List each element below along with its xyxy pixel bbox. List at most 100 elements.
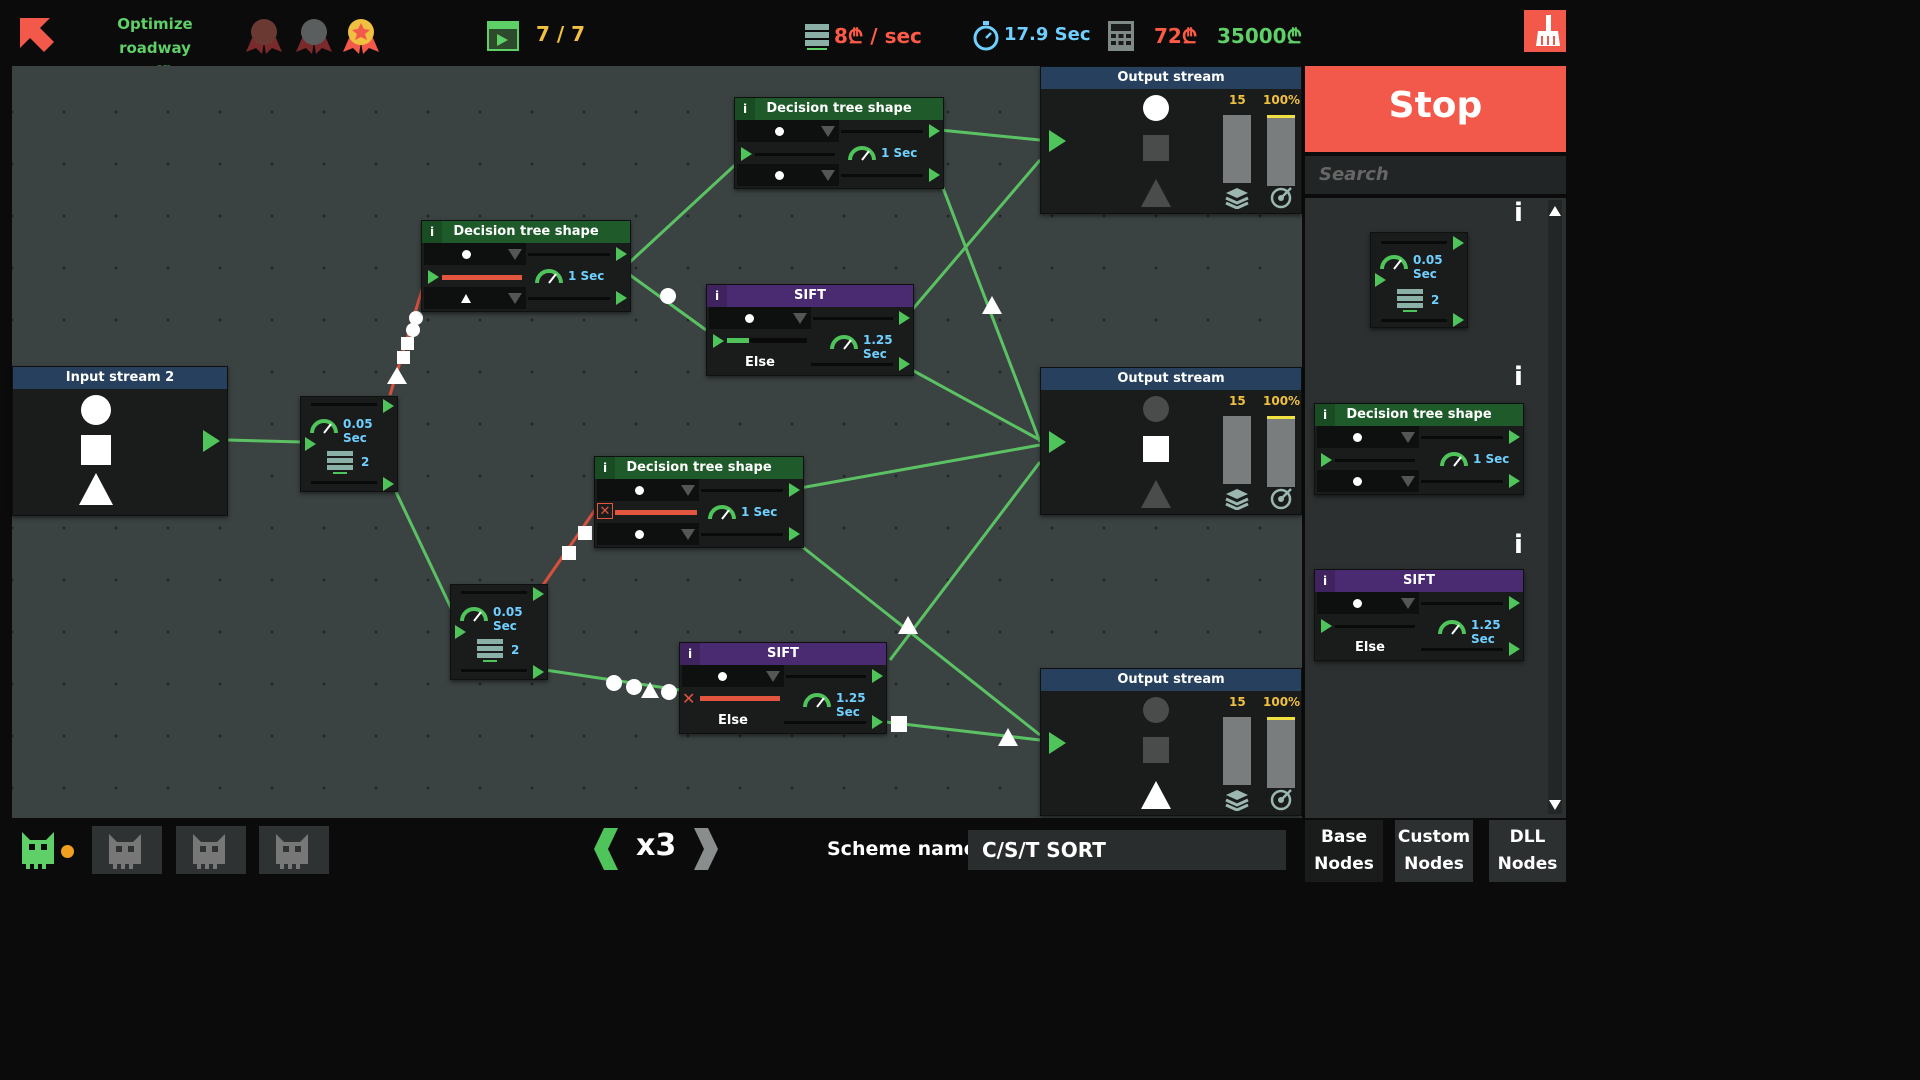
chevron-down-icon[interactable]: [766, 671, 780, 682]
output-stream-node[interactable]: Output stream 15 100%: [1040, 367, 1302, 515]
tab-base-nodes[interactable]: Base Nodes: [1305, 820, 1383, 882]
output-port-icon[interactable]: [929, 168, 940, 182]
cat-icon: [109, 834, 141, 869]
chevron-down-icon[interactable]: [681, 529, 695, 540]
library-splitter-node[interactable]: 0.05 Sec 2: [1370, 232, 1468, 328]
output-port-icon[interactable]: [872, 669, 883, 683]
speed-gauge-icon: [848, 146, 876, 161]
clear-board-icon[interactable]: [1524, 10, 1566, 52]
stream-count: 15: [1229, 394, 1246, 408]
split-count: 2: [1431, 293, 1440, 307]
info-icon[interactable]: i: [1315, 404, 1335, 426]
input-port-icon[interactable]: [428, 270, 439, 284]
scroll-down-icon[interactable]: [1549, 800, 1561, 810]
info-icon[interactable]: i: [1514, 198, 1523, 228]
player-slot[interactable]: [259, 826, 329, 874]
stream-percent: 100%: [1263, 394, 1301, 408]
player-slot[interactable]: [92, 826, 162, 874]
output-port-icon[interactable]: [872, 715, 883, 729]
triangle-filter-icon: [461, 294, 471, 303]
scroll-up-icon[interactable]: [1549, 206, 1561, 216]
output-port-icon[interactable]: [616, 247, 627, 261]
info-icon[interactable]: i: [422, 221, 442, 243]
triangle-target-icon: [1141, 179, 1171, 207]
else-label: Else: [745, 355, 775, 370]
input-port-icon[interactable]: [455, 625, 466, 639]
output-port-icon[interactable]: [533, 665, 544, 679]
speed-gauge-icon: [1380, 255, 1408, 270]
blocked-input-icon[interactable]: ✕: [597, 503, 613, 519]
output-port-icon[interactable]: [383, 477, 394, 491]
target-icon: [1270, 789, 1292, 811]
chevron-down-icon[interactable]: [821, 170, 835, 181]
speed-gauge-icon: [535, 269, 563, 284]
input-port-icon[interactable]: [741, 147, 752, 161]
node-time: 1 Sec: [568, 269, 605, 283]
speed-gauge-icon: [803, 693, 831, 708]
node-time: 1.25 Sec: [836, 691, 866, 719]
splitter-node[interactable]: 0.05 Sec 2: [300, 396, 398, 492]
cat-icon: [276, 834, 308, 869]
info-icon[interactable]: i: [1514, 362, 1523, 392]
input-port-icon[interactable]: [305, 437, 316, 451]
chevron-down-icon[interactable]: [508, 293, 522, 304]
input-port-icon[interactable]: [1049, 130, 1066, 152]
info-icon[interactable]: i: [707, 285, 727, 307]
blocked-input-icon[interactable]: ✕: [682, 689, 696, 708]
output-port-icon[interactable]: [616, 291, 627, 305]
input-port-icon[interactable]: [713, 334, 724, 348]
output-port-icon[interactable]: [203, 430, 220, 452]
output-stream-node[interactable]: Output stream 15 100%: [1040, 668, 1302, 816]
status-dot: [61, 845, 74, 858]
chevron-down-icon[interactable]: [508, 249, 522, 260]
output-port-icon[interactable]: [533, 587, 544, 601]
input-port-icon[interactable]: [1049, 732, 1066, 754]
info-icon[interactable]: i: [1514, 530, 1523, 560]
output-port-icon[interactable]: [899, 357, 910, 371]
search-input[interactable]: Search: [1305, 156, 1566, 194]
circle-filter-icon: [718, 672, 727, 681]
speed-gauge-icon: [1438, 620, 1466, 635]
info-icon[interactable]: i: [595, 457, 615, 479]
circle-filter-icon: [462, 250, 471, 259]
scrollbar[interactable]: [1548, 200, 1562, 814]
player-slot[interactable]: [176, 826, 246, 874]
queue-bar: [1223, 115, 1251, 183]
output-port-icon[interactable]: [929, 124, 940, 138]
else-label: Else: [1355, 640, 1385, 655]
speed-increase-icon[interactable]: [692, 826, 720, 872]
output-stream-node[interactable]: Output stream 15 100%: [1040, 66, 1302, 214]
output-port-icon[interactable]: [789, 527, 800, 541]
chevron-down-icon[interactable]: [681, 485, 695, 496]
chevron-down-icon[interactable]: [793, 313, 807, 324]
else-label: Else: [718, 713, 748, 728]
circle-filter-icon: [775, 127, 784, 136]
output-port-icon[interactable]: [789, 483, 800, 497]
info-icon[interactable]: i: [680, 643, 700, 665]
info-icon[interactable]: i: [735, 98, 755, 120]
splitter-node[interactable]: 0.05 Sec 2: [450, 584, 548, 680]
speed-gauge-icon: [310, 419, 338, 434]
chevron-down-icon[interactable]: [821, 126, 835, 137]
back-arrow-icon[interactable]: [16, 14, 58, 56]
tab-dll-nodes[interactable]: DLL Nodes: [1489, 820, 1566, 882]
calculator-icon: [1108, 21, 1134, 51]
speed-decrease-icon[interactable]: [592, 826, 620, 872]
scheme-name-input[interactable]: C/S/T SORT: [968, 830, 1286, 870]
stop-button[interactable]: Stop: [1305, 66, 1566, 152]
input-port-icon[interactable]: [1049, 431, 1066, 453]
player-cat-icon[interactable]: [20, 830, 56, 870]
triangle-target-icon: [1141, 781, 1171, 809]
tab-custom-nodes[interactable]: Custom Nodes: [1395, 820, 1473, 882]
output-port-icon[interactable]: [899, 311, 910, 325]
output-port-icon[interactable]: [383, 399, 394, 413]
input-stream-node[interactable]: Input stream 2: [12, 366, 228, 516]
info-icon[interactable]: i: [1315, 570, 1335, 592]
